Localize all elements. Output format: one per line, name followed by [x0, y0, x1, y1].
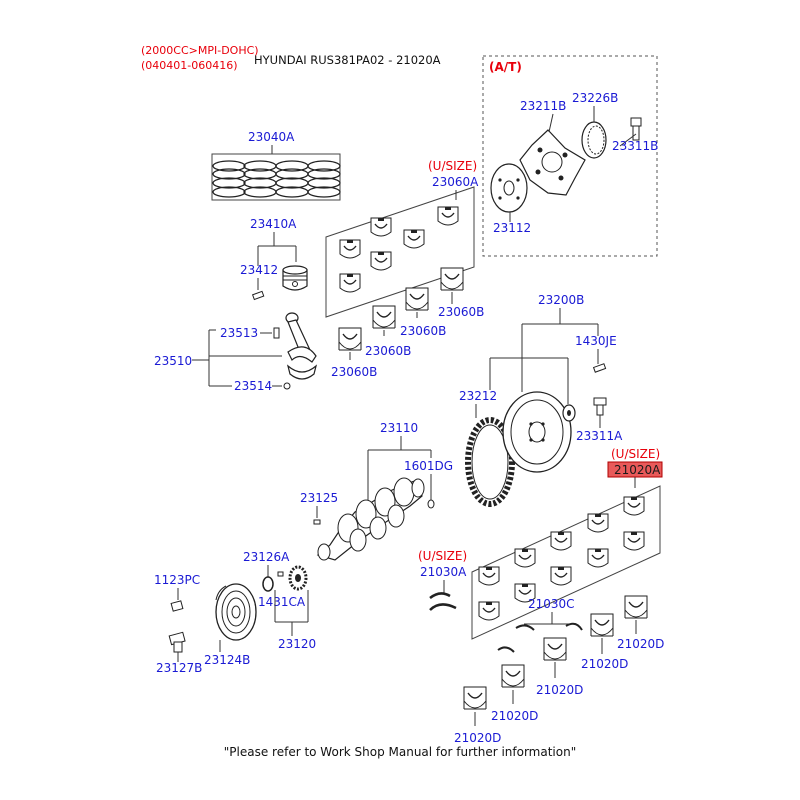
callout-21030C[interactable]: 21030C [528, 597, 575, 611]
callout-1430JE[interactable]: 1430JE [575, 334, 617, 348]
pulley-bolt-icon[interactable] [170, 600, 184, 612]
callout-23514[interactable]: 23514 [234, 379, 272, 393]
callout-23112[interactable]: 23112 [493, 221, 531, 235]
crankshaft-plug-icon[interactable] [427, 499, 435, 509]
flywheel-spacer-icon[interactable] [562, 404, 576, 422]
rod-bolt-icon[interactable] [273, 327, 280, 339]
spacer-plate-icon[interactable] [581, 121, 607, 159]
flywheel-pin-icon[interactable] [592, 363, 607, 373]
crank-sprocket-icon[interactable] [288, 565, 308, 591]
callout-23060B-1[interactable]: 23060B [438, 305, 484, 319]
lower-thrust-washer-icon[interactable] [497, 622, 583, 653]
usize-main-label: (U/SIZE) [611, 447, 660, 461]
callout-21020D-3[interactable]: 21020D [536, 683, 583, 697]
callout-23126A[interactable]: 23126A [243, 550, 290, 564]
callout-23125[interactable]: 23125 [300, 491, 338, 505]
conrod-bearing-shell-icon[interactable] [339, 206, 459, 293]
flywheel-bolt-icon[interactable] [593, 397, 607, 416]
crankshaft-icon[interactable] [316, 477, 425, 561]
callout-23410A[interactable]: 23410A [250, 217, 297, 231]
callout-23311A[interactable]: 23311A [576, 429, 623, 443]
callout-21020D-5[interactable]: 21020D [454, 731, 501, 745]
rod-nut-icon[interactable] [283, 382, 291, 390]
ring-gear-icon[interactable] [465, 417, 515, 507]
pulley-bolt-large-icon[interactable] [168, 631, 186, 653]
drive-plate-bolt-icon[interactable] [630, 117, 642, 141]
crank-washer-icon[interactable] [262, 576, 274, 592]
callout-23412[interactable]: 23412 [240, 263, 278, 277]
adapter-plate-icon[interactable] [490, 163, 528, 213]
callout-23510[interactable]: 23510 [154, 354, 192, 368]
callout-23110[interactable]: 23110 [380, 421, 418, 435]
thrust-washer-icon[interactable] [429, 592, 457, 611]
callout-21020D-1[interactable]: 21020D [617, 637, 664, 651]
key-icon[interactable] [277, 571, 284, 577]
callout-23060B-3[interactable]: 23060B [365, 344, 411, 358]
callout-23060A[interactable]: 23060A [432, 175, 479, 189]
callout-23513[interactable]: 23513 [220, 326, 258, 340]
piston-icon[interactable] [282, 265, 308, 291]
callout-21030A[interactable]: 21030A [420, 565, 467, 579]
crankshaft-key-icon[interactable] [313, 519, 321, 525]
at-group-frame [482, 55, 658, 257]
callout-23212[interactable]: 23212 [459, 389, 497, 403]
drive-plate-icon[interactable] [519, 129, 586, 196]
at-group-label: (A/T) [489, 60, 522, 74]
footer-note: "Please refer to Work Shop Manual for fu… [224, 745, 576, 759]
connecting-rod-icon[interactable] [285, 312, 318, 380]
callout-21020D-2[interactable]: 21020D [581, 657, 628, 671]
piston-pin-icon[interactable] [251, 290, 265, 301]
callout-21020A[interactable]: 21020A [614, 463, 661, 477]
catalog-title: HYUNDAI RUS381PA02 - 21020A [254, 53, 441, 67]
piston-ring-frame [211, 153, 341, 201]
usize-bearing-label: (U/SIZE) [428, 159, 477, 173]
callout-23226B[interactable]: 23226B [572, 91, 618, 105]
callout-23311B[interactable]: 23311B [612, 139, 658, 153]
piston-ring-set-icon[interactable] [212, 160, 341, 198]
callout-1123PC[interactable]: 1123PC [154, 573, 200, 587]
callout-23060B-4[interactable]: 23060B [331, 365, 377, 379]
engine-spec: (2000CC>MPI-DOHC) [141, 44, 259, 57]
date-range: (040401-060416) [141, 59, 238, 72]
crank-damper-pulley-icon[interactable] [215, 583, 257, 641]
callout-1601DG[interactable]: 1601DG [404, 459, 453, 473]
callout-23127B[interactable]: 23127B [156, 661, 202, 675]
callout-23124B[interactable]: 23124B [204, 653, 250, 667]
callout-23040A[interactable]: 23040A [248, 130, 295, 144]
flywheel-icon[interactable] [502, 391, 572, 473]
callout-23211B[interactable]: 23211B [520, 99, 566, 113]
callout-23060B-2[interactable]: 23060B [400, 324, 446, 338]
callout-23120[interactable]: 23120 [278, 637, 316, 651]
callout-21020D-4[interactable]: 21020D [491, 709, 538, 723]
callout-23200B[interactable]: 23200B [538, 293, 584, 307]
callout-1431CA[interactable]: 1431CA [258, 595, 306, 609]
conrod-bearing-panel [325, 186, 475, 318]
usize-thrust-label: (U/SIZE) [418, 549, 467, 563]
